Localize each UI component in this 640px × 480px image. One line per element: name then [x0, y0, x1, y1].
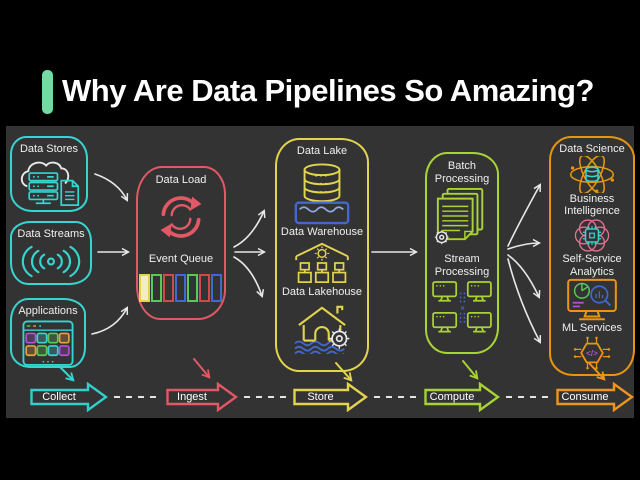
- data-warehouse-label: Data Warehouse: [280, 225, 364, 238]
- consumers-box: Data Science Business Intelligence: [549, 136, 635, 376]
- lakehouse-icon: [294, 305, 350, 354]
- signal-waves-icon: [21, 245, 81, 277]
- data-science-atom-icon: [569, 155, 615, 193]
- cluster-link-glyph: ×: [460, 303, 465, 312]
- cloud-servers-icon: [20, 161, 80, 206]
- event-queue-bars-icon: [139, 274, 222, 303]
- data-streams-label: Data Streams: [17, 228, 85, 240]
- warehouse-icon: [295, 243, 349, 284]
- data-lakehouse-label: Data Lakehouse: [281, 286, 363, 299]
- stage-arrow-ingest: Ingest: [166, 382, 238, 412]
- data-streams-box: Data Streams: [10, 221, 92, 285]
- batch-processing-label: Batch Processing: [434, 160, 490, 185]
- stage-label-compute: Compute: [429, 391, 475, 403]
- stage-dash-line: [114, 396, 160, 398]
- data-science-label: Data Science: [559, 143, 625, 155]
- code-glyph: </>: [586, 349, 598, 358]
- ml-chip-icon: </>: [573, 336, 611, 370]
- self-service-analytics-label: Self-Service Analytics: [562, 252, 622, 278]
- batch-documents-icon: [434, 188, 484, 245]
- app-grid-icon: [22, 320, 74, 366]
- stage-dash-line: [374, 396, 418, 398]
- stage-label-ingest: Ingest: [177, 391, 207, 403]
- data-stores-box: Data Stores: [10, 136, 88, 212]
- stage-label-collect: Collect: [42, 391, 76, 403]
- sync-arrows-icon: [160, 195, 202, 238]
- compute-cluster-icon: ×: [432, 280, 492, 333]
- analytics-dashboard-icon: [567, 279, 617, 321]
- data-lake-box: Data Lake Data Warehouse: [275, 138, 369, 372]
- business-intelligence-label: Business Intelligence: [564, 192, 620, 218]
- event-queue-label: Event Queue: [148, 252, 214, 265]
- stage-label-store: Store: [307, 391, 334, 403]
- applications-box: Applications: [10, 298, 86, 368]
- stage-dash-line: [244, 396, 288, 398]
- stage-arrow-store: Store: [293, 382, 368, 412]
- bi-brain-chip-icon: [574, 219, 610, 252]
- stream-processing-label: Stream Processing: [434, 253, 490, 278]
- data-stores-label: Data Stores: [19, 143, 79, 155]
- data-lake-label: Data Lake: [296, 145, 348, 157]
- stage-arrow-collect: Collect: [30, 382, 108, 412]
- title-accent-bar: [42, 70, 53, 114]
- stage-arrow-compute: Compute: [424, 382, 500, 412]
- stage-arrow-consume: Consume: [556, 382, 634, 412]
- data-load-box: Data Load Event Queue: [136, 166, 226, 320]
- stage-label-consume: Consume: [561, 391, 609, 403]
- pipeline-diagram: Data Stores Data Streams: [6, 126, 635, 418]
- ml-services-label: ML Services: [561, 322, 623, 335]
- stage-dash-line: [506, 396, 550, 398]
- data-load-label: Data Load: [155, 174, 207, 186]
- processing-box: Batch Processing Stream Processing: [425, 152, 499, 354]
- video-title: Why Are Data Pipelines So Amazing?: [62, 73, 594, 108]
- database-on-water-icon: [294, 163, 350, 224]
- applications-label: Applications: [18, 305, 78, 317]
